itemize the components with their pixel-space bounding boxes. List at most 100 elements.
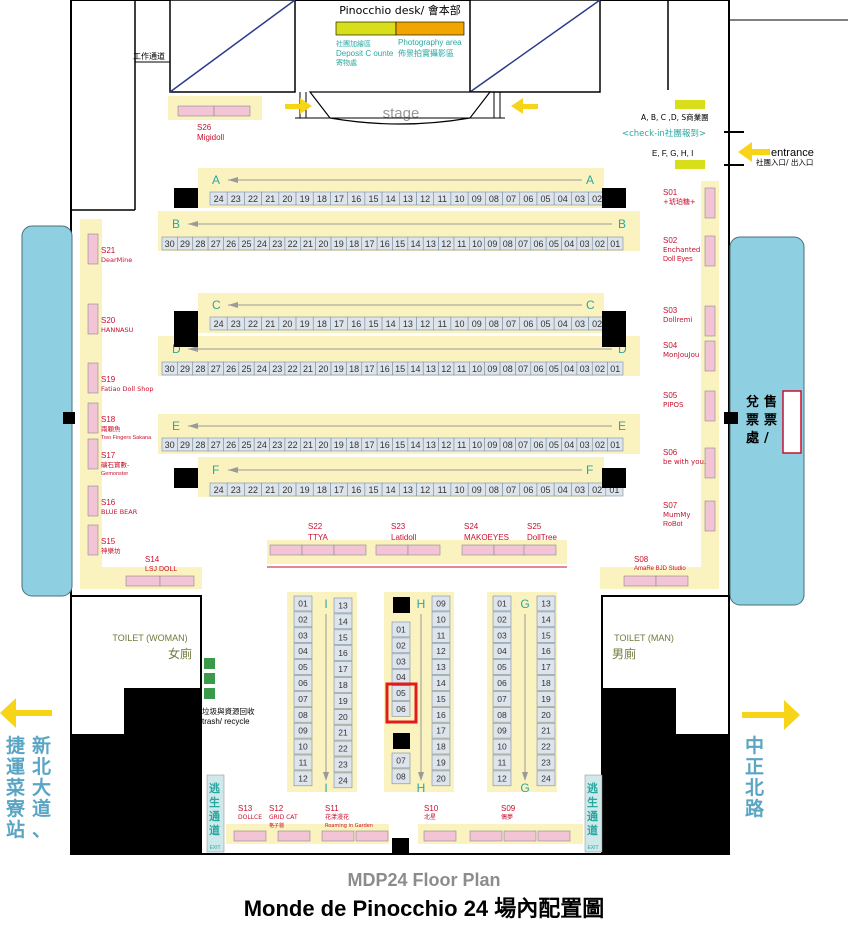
stall-g-14[interactable] xyxy=(536,611,556,628)
stall-h-18[interactable] xyxy=(431,738,451,755)
booth-s03-stall[interactable] xyxy=(704,305,716,337)
stall-g-05[interactable] xyxy=(492,659,512,675)
booth-s08-stall[interactable] xyxy=(623,575,657,587)
booth-s25-stall[interactable] xyxy=(523,544,557,556)
stall-h-07[interactable] xyxy=(391,752,411,769)
booth-s01-stall[interactable] xyxy=(704,187,716,219)
stall-h-13[interactable] xyxy=(431,659,451,675)
stall-g-19[interactable] xyxy=(536,691,556,707)
booth-s24-stall[interactable] xyxy=(493,544,527,556)
stall-h-12[interactable] xyxy=(431,643,451,659)
stall-i-21[interactable] xyxy=(333,724,353,741)
stall-g-06[interactable] xyxy=(492,675,512,691)
stall-h-20[interactable] xyxy=(431,770,451,787)
booth-s14-stall[interactable] xyxy=(159,575,195,587)
stall-i-03[interactable] xyxy=(293,627,313,643)
stall-g-24[interactable] xyxy=(536,770,556,787)
booth-s08-stall[interactable] xyxy=(655,575,689,587)
stall-i-17[interactable] xyxy=(333,661,353,677)
stall-b-01[interactable] xyxy=(607,236,624,251)
stall-g-04[interactable] xyxy=(492,643,512,659)
booth-s02-stall[interactable] xyxy=(704,235,716,267)
stall-g-15[interactable] xyxy=(536,627,556,643)
stall-h-11[interactable] xyxy=(431,627,451,643)
stall-g-23[interactable] xyxy=(536,754,556,771)
booth-s17-stall[interactable] xyxy=(87,438,99,470)
stall-g-13[interactable] xyxy=(536,595,556,612)
stall-i-23[interactable] xyxy=(333,756,353,773)
booth-s09-stall[interactable] xyxy=(469,830,503,842)
booth-s22-stall[interactable] xyxy=(269,544,303,556)
booth-s07-stall[interactable] xyxy=(704,500,716,532)
stall-g-12[interactable] xyxy=(492,770,512,787)
stall-g-02[interactable] xyxy=(492,611,512,628)
stall-g-09[interactable] xyxy=(492,722,512,739)
stall-i-11[interactable] xyxy=(293,754,313,771)
booth-s13-stall[interactable] xyxy=(233,830,267,842)
stall-g-21[interactable] xyxy=(536,722,556,739)
stall-i-14[interactable] xyxy=(333,613,353,630)
stall-h-10[interactable] xyxy=(431,611,451,628)
stall-i-22[interactable] xyxy=(333,740,353,757)
stall-g-08[interactable] xyxy=(492,706,512,723)
booth-s12-stall[interactable] xyxy=(277,830,311,842)
booth-s24-stall[interactable] xyxy=(461,544,495,556)
stall-i-01[interactable] xyxy=(293,595,313,612)
stall-i-24[interactable] xyxy=(333,772,353,789)
booth-s19-stall[interactable] xyxy=(87,362,99,394)
stall-i-08[interactable] xyxy=(293,706,313,723)
booth-s05-stall[interactable] xyxy=(704,390,716,422)
stall-i-20[interactable] xyxy=(333,708,353,725)
stall-g-11[interactable] xyxy=(492,754,512,771)
booth-s20-stall[interactable] xyxy=(87,303,99,335)
stall-h-02[interactable] xyxy=(391,637,411,654)
stall-i-19[interactable] xyxy=(333,693,353,709)
stall-i-12[interactable] xyxy=(293,770,313,787)
stall-h-05[interactable] xyxy=(391,685,411,701)
stall-i-10[interactable] xyxy=(293,738,313,755)
stall-g-10[interactable] xyxy=(492,738,512,755)
booth-s18-stall[interactable] xyxy=(87,402,99,434)
stall-i-02[interactable] xyxy=(293,611,313,628)
stall-h-01[interactable] xyxy=(391,621,411,638)
stall-i-18[interactable] xyxy=(333,677,353,693)
stall-h-06[interactable] xyxy=(391,701,411,717)
booth-s10-stall[interactable] xyxy=(423,830,457,842)
booth-s11-stall[interactable] xyxy=(355,830,389,842)
stall-g-01[interactable] xyxy=(492,595,512,612)
booth-s21-stall[interactable] xyxy=(87,233,99,265)
stall-d-01[interactable] xyxy=(607,361,624,376)
stall-g-17[interactable] xyxy=(536,659,556,675)
stall-h-14[interactable] xyxy=(431,675,451,691)
booth-s23-stall[interactable] xyxy=(407,544,441,556)
stall-i-05[interactable] xyxy=(293,659,313,675)
stall-h-16[interactable] xyxy=(431,706,451,723)
stall-i-07[interactable] xyxy=(293,691,313,707)
stall-g-22[interactable] xyxy=(536,738,556,755)
stall-i-04[interactable] xyxy=(293,643,313,659)
stall-i-16[interactable] xyxy=(333,645,353,661)
stall-i-09[interactable] xyxy=(293,722,313,739)
booth-s11-stall[interactable] xyxy=(321,830,355,842)
booth-s14-stall[interactable] xyxy=(125,575,161,587)
stall-e-01[interactable] xyxy=(607,437,624,452)
stall-g-07[interactable] xyxy=(492,691,512,707)
booth-s16-stall[interactable] xyxy=(87,485,99,517)
booth-s09-stall[interactable] xyxy=(503,830,537,842)
stall-g-18[interactable] xyxy=(536,675,556,691)
booth-s23-stall[interactable] xyxy=(375,544,409,556)
booth-s06-stall[interactable] xyxy=(704,447,716,479)
stall-i-13[interactable] xyxy=(333,597,353,614)
stall-h-03[interactable] xyxy=(391,653,411,669)
stall-i-06[interactable] xyxy=(293,675,313,691)
stall-h-08[interactable] xyxy=(391,768,411,785)
stall-h-17[interactable] xyxy=(431,722,451,739)
stall-i-15[interactable] xyxy=(333,629,353,645)
stall-g-16[interactable] xyxy=(536,643,556,659)
stall-h-15[interactable] xyxy=(431,691,451,707)
stall-h-09[interactable] xyxy=(431,595,451,612)
booth-s22-stall[interactable] xyxy=(301,544,335,556)
booth-s09-stall[interactable] xyxy=(537,830,571,842)
booth-s22-stall[interactable] xyxy=(333,544,367,556)
booth-s04-stall[interactable] xyxy=(704,340,716,372)
